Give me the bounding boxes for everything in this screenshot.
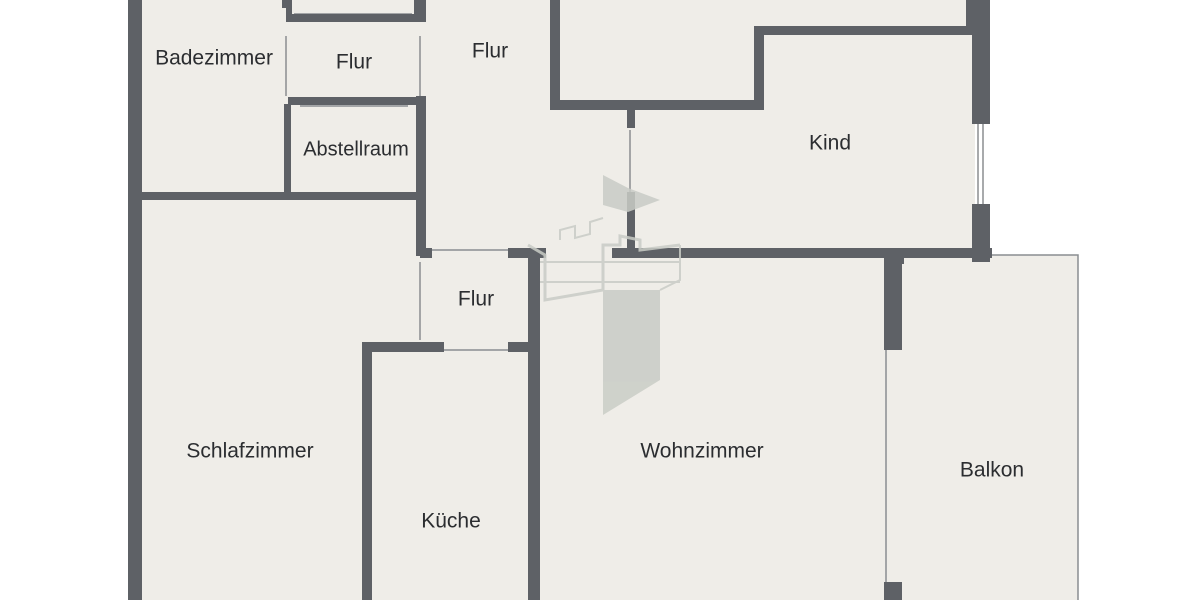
room-labels: Badezimmer Flur Abstellraum Flur Kind Fl…: [155, 40, 1024, 533]
logo-flag: [603, 175, 660, 212]
label-balkon: Balkon: [960, 459, 1024, 482]
wall-bad-right: [282, 0, 289, 8]
wall-kind-right-lower: [972, 204, 990, 262]
label-badezimmer: Badezimmer: [155, 47, 273, 70]
floor-kueche: [368, 348, 532, 600]
label-flur-lower: Flur: [458, 288, 494, 311]
wall-upper-step: [754, 28, 764, 110]
wall-flur-lower-bottom-right: [508, 342, 530, 352]
wall-kind-left-lower: [627, 192, 635, 254]
logo-left-side: [544, 255, 604, 302]
wall-upper-top-right: [966, 0, 976, 30]
label-wohnzimmer: Wohnzimmer: [640, 440, 763, 463]
label-abstellraum: Abstellraum: [303, 138, 409, 160]
wall-kind-wohn: [612, 248, 992, 258]
wall-kind-left-stub: [627, 110, 635, 128]
logo-right-side: [659, 245, 681, 291]
label-kueche: Küche: [421, 510, 481, 533]
wall-flur-small-bottom: [288, 97, 420, 105]
floor-balkon: [886, 255, 1078, 600]
label-schlafzimmer: Schlafzimmer: [186, 440, 313, 463]
walls: [128, 0, 992, 600]
floor-wohnzimmer: [532, 255, 889, 600]
wall-wohn-balkon-top: [884, 255, 902, 350]
label-flur-main: Flur: [472, 40, 508, 63]
wall-bad-right-lower: [284, 104, 291, 196]
wall-flur-right-stub: [508, 248, 530, 258]
logo-tower-body: [603, 290, 660, 415]
floor-badezimmer: [140, 0, 286, 192]
wall-upper-bottom: [550, 100, 762, 110]
logo-arch-lines: [559, 217, 604, 240]
floor-flur-small: [286, 0, 420, 192]
label-kind: Kind: [809, 132, 851, 155]
wall-abstell-right: [416, 96, 426, 256]
wall-upper-left: [550, 0, 560, 108]
floor-areas: [140, 0, 1078, 600]
floor-kind: [630, 35, 975, 250]
label-flur-small: Flur: [336, 51, 372, 74]
wall-kueche-left: [362, 342, 372, 600]
floor-flur-lower: [420, 255, 532, 348]
wall-flur-left-stub: [420, 248, 432, 258]
castle-tower-logo-icon: [527, 175, 681, 415]
wall-kueche-top: [362, 342, 442, 352]
wall-kind-top: [754, 26, 976, 35]
wall-flur-small-top: [288, 14, 420, 22]
wall-outer-left: [128, 0, 142, 600]
wall-upper-right-stub: [416, 0, 426, 22]
wall-wohn-left: [528, 250, 540, 600]
wall-bad-schlaf: [142, 192, 422, 200]
wall-kind-right-upper: [972, 0, 990, 124]
wall-flur-small-top-left: [286, 0, 292, 22]
wall-balkon-corner: [896, 254, 904, 264]
wall-wohn-balkon-bottom: [884, 582, 902, 600]
